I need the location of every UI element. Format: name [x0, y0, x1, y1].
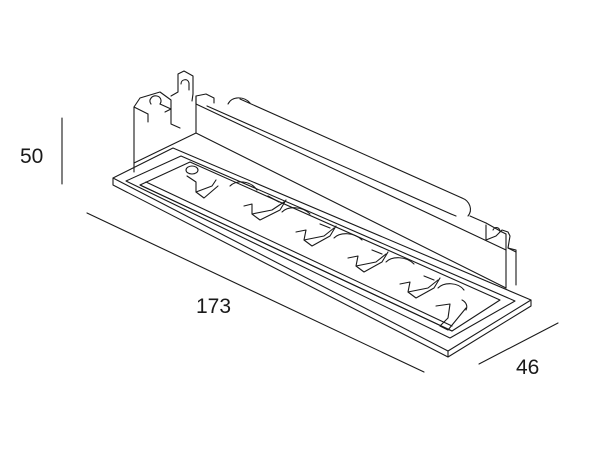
rear-housing: [196, 94, 506, 288]
led-lens: [282, 208, 336, 246]
led-lens: [230, 182, 286, 220]
front-housing-wall: [134, 96, 506, 288]
length-dimension-label: 173: [196, 295, 232, 318]
left-mounting-bracket: [134, 71, 193, 163]
length-dimension-line: [87, 213, 424, 372]
led-lens: [186, 166, 218, 198]
right-mounting-bracket: [486, 225, 516, 285]
led-lens: [436, 284, 467, 330]
height-dimension-label: 50: [20, 145, 44, 168]
width-dimension-line: [479, 323, 558, 364]
led-lens: [334, 234, 388, 272]
width-dimension-label: 46: [516, 356, 540, 379]
trim-frame: [113, 148, 531, 357]
led-modules: [186, 166, 467, 330]
led-lens: [386, 258, 440, 298]
aperture: [126, 156, 515, 338]
